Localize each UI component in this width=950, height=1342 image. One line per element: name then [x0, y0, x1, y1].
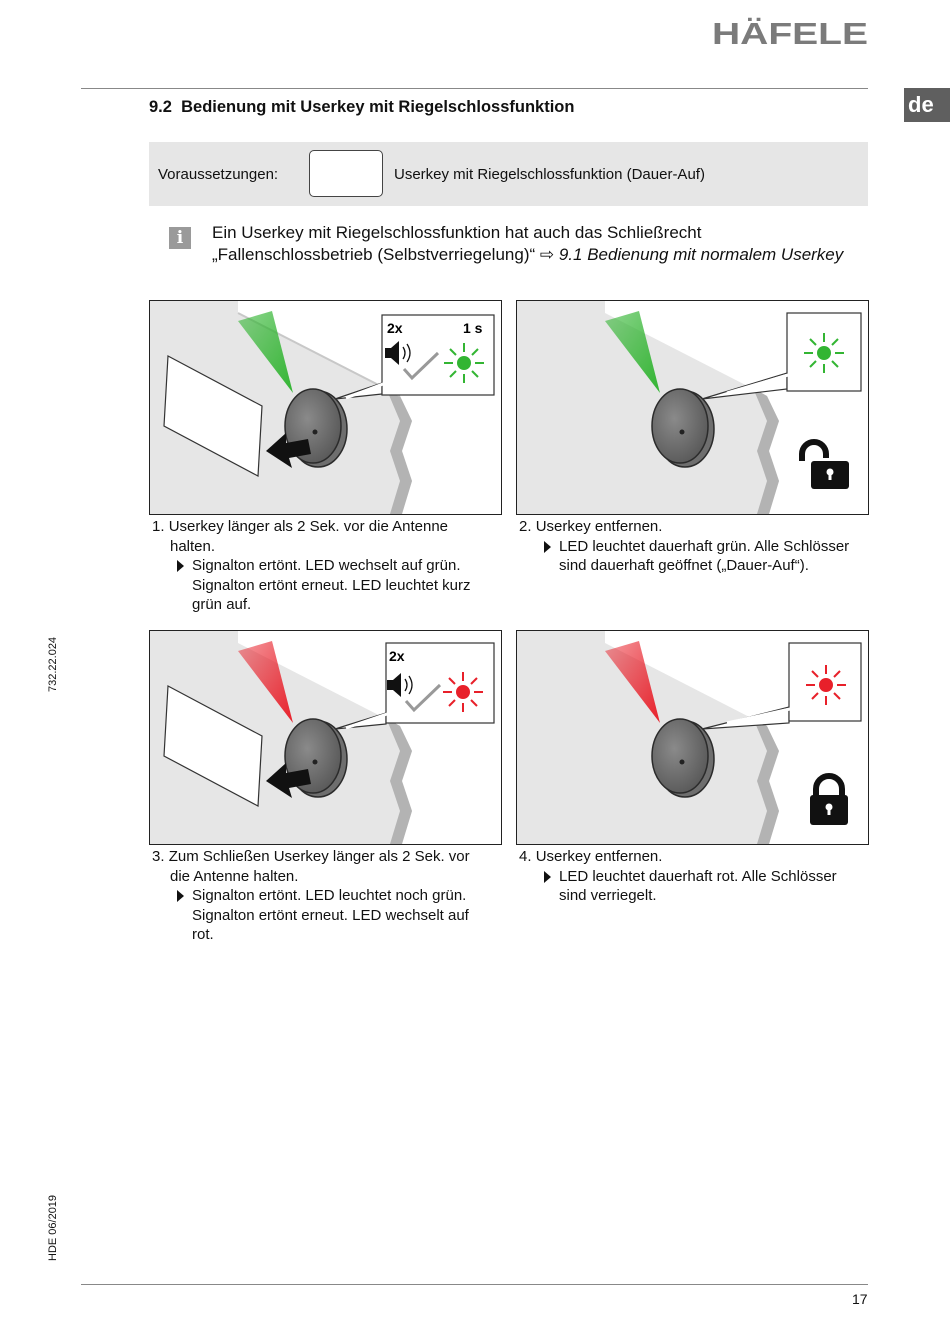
- info-icon: i: [169, 227, 191, 249]
- language-tab: de: [904, 88, 950, 122]
- step-result-cont: Signalton ertönt erneut. LED leuchtet ku…: [192, 576, 471, 594]
- step-result-cont: grün auf.: [192, 596, 252, 613]
- illustration-step-3: 2x: [149, 630, 502, 845]
- prerequisites-label: Voraussetzungen:: [158, 166, 279, 183]
- led-red-icon: [806, 665, 846, 705]
- userkey-symbol: [309, 150, 383, 197]
- step-instruction: Userkey entfernen.: [535, 518, 663, 535]
- step-instruction-cont: die Antenne halten.: [170, 867, 299, 885]
- wall-surface: [517, 631, 779, 844]
- wall-edge: [753, 718, 779, 844]
- result-triangle-icon: [177, 890, 184, 902]
- result-triangle-icon: [177, 560, 184, 572]
- step-result: Signalton ertönt. LED leuchtet noch grün…: [152, 886, 502, 906]
- led-beam-red: [238, 641, 293, 723]
- led-beam-green: [238, 311, 293, 393]
- cross-reference-link[interactable]: 9.1 Bedienung mit normalem Userkey: [554, 245, 844, 264]
- insert-arrow-icon: [266, 763, 311, 798]
- led-green-icon: [804, 333, 844, 373]
- locked-padlock-icon: [810, 773, 848, 825]
- speaker-icon: [385, 341, 411, 365]
- step-result-cont: sind verriegelt.: [559, 887, 657, 904]
- cross-reference-arrow-icon: ⇨: [539, 245, 555, 264]
- step-instruction: Userkey entfernen.: [535, 848, 663, 865]
- header-rule: [81, 88, 868, 89]
- step-number: 3.: [152, 848, 165, 865]
- step-number: 1.: [152, 518, 165, 535]
- led-beam-green: [605, 311, 660, 393]
- unlocked-padlock-icon: [799, 439, 849, 489]
- wall-surface: [150, 301, 412, 514]
- section-heading: 9.2 Bedienung mit Userkey mit Riegelschl…: [149, 98, 574, 117]
- step-number: 2.: [519, 518, 532, 535]
- userkey-card: [163, 355, 263, 477]
- led-red-icon: [443, 672, 483, 712]
- duration: 1 s: [463, 320, 483, 336]
- document-number: 732.22.024: [47, 636, 59, 692]
- step-result-cont: rot.: [192, 926, 214, 943]
- prerequisites-box: [149, 142, 868, 206]
- step-instruction: Zum Schließen Userkey länger als 2 Sek. …: [168, 848, 470, 865]
- step-4-text: 4. Userkey entfernen. LED leuchtet dauer…: [519, 847, 869, 906]
- step-number: 4.: [519, 848, 532, 865]
- wall-surface: [517, 301, 779, 514]
- beep-count: 2x: [387, 320, 403, 336]
- note-line-2: „Fallenschlossbetrieb (Selbstverriegelun…: [212, 244, 843, 266]
- footer-rule: [81, 1284, 868, 1285]
- step-result-cont: Signalton ertönt erneut. LED wechselt au…: [192, 906, 469, 924]
- step-3-text: 3. Zum Schließen Userkey länger als 2 Se…: [152, 847, 502, 945]
- step-result: Signalton ertönt. LED wechselt auf grün.: [152, 556, 502, 576]
- led-green-icon: [444, 343, 484, 383]
- prerequisites-value: Userkey mit Riegelschlossfunktion (Dauer…: [394, 166, 705, 183]
- check-icon: [402, 351, 440, 381]
- section-number: 9.2: [149, 98, 172, 116]
- step-instruction-cont: halten.: [170, 537, 216, 555]
- brand-logo: HÄFELE: [712, 16, 868, 48]
- step-2-text: 2. Userkey entfernen. LED leuchtet dauer…: [519, 517, 869, 576]
- step-result: LED leuchtet dauerhaft grün. Alle Schlös…: [519, 537, 869, 557]
- section-title: Bedienung mit Userkey mit Riegelschlossf…: [181, 98, 575, 116]
- edition-date: HDE 06/2019: [47, 1194, 59, 1261]
- step-instruction: Userkey länger als 2 Sek. vor die Antenn…: [168, 518, 449, 535]
- wall-edge: [386, 718, 412, 844]
- step-result: LED leuchtet dauerhaft rot. Alle Schlöss…: [519, 867, 869, 887]
- page-number: 17: [852, 1291, 868, 1307]
- beep-count: 2x: [389, 648, 405, 664]
- illustration-step-4: [516, 630, 869, 845]
- step-1-text: 1. Userkey länger als 2 Sek. vor die Ant…: [152, 517, 502, 615]
- step-result-cont: sind dauerhaft geöffnet („Dauer-Auf“).: [559, 557, 809, 574]
- brand-logo-text: HÄFELE: [712, 16, 868, 48]
- userkey-card: [163, 685, 263, 807]
- callout-box: [385, 642, 495, 724]
- check-icon: [404, 683, 442, 713]
- note-line-2-text: „Fallenschlossbetrieb (Selbstverriegelun…: [212, 245, 540, 264]
- illustration-step-2: [516, 300, 869, 515]
- info-note: Ein Userkey mit Riegelschlossfunktion ha…: [212, 222, 843, 266]
- insert-arrow-icon: [266, 433, 311, 468]
- wall-edge: [386, 388, 412, 514]
- speaker-icon: [387, 673, 413, 697]
- illustration-step-1: 2x 1 s: [149, 300, 502, 515]
- note-line-1: Ein Userkey mit Riegelschlossfunktion ha…: [212, 223, 702, 242]
- led-beam-red: [605, 641, 660, 723]
- wall-edge: [753, 388, 779, 514]
- result-triangle-icon: [544, 540, 551, 553]
- result-triangle-icon: [544, 870, 551, 883]
- wall-surface: [150, 631, 412, 844]
